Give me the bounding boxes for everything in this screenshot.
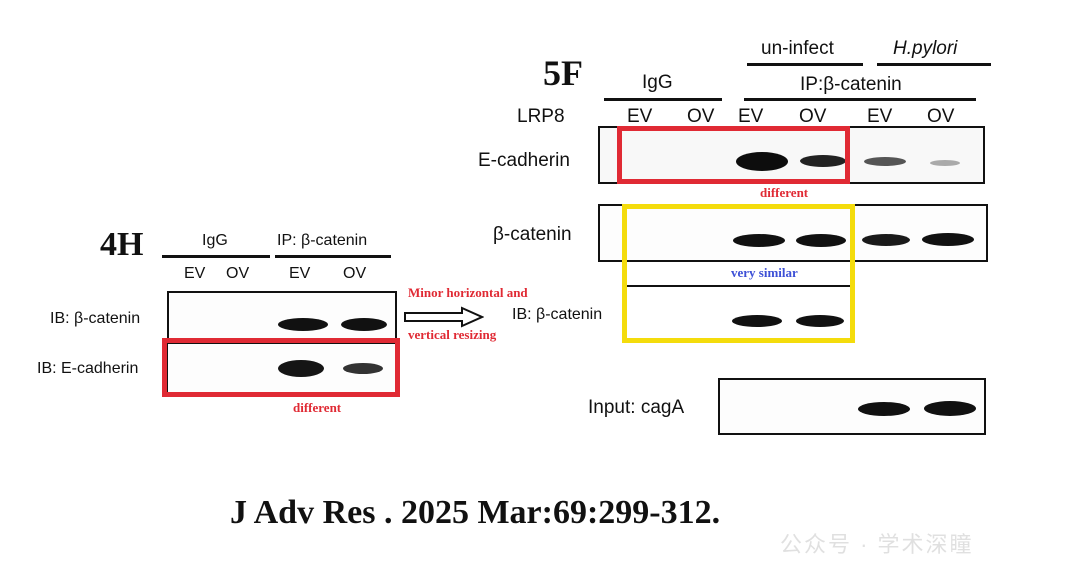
panel-5f-row3-top-line: [626, 285, 850, 287]
panel-5f-lane-3: EV: [738, 106, 764, 127]
panel-4h-lane-3: EV: [289, 265, 311, 282]
panel-4h-row2-label: IB: E-cadherin: [37, 360, 139, 377]
panel-5f-row2-label: β-catenin: [493, 224, 572, 245]
blot-band: [343, 363, 383, 374]
panel-4h-blot-e-cadherin: [167, 343, 397, 393]
blot-band: [922, 233, 974, 246]
blot-band: [796, 315, 844, 327]
panel-5f-blot-ib-beta-catenin: [626, 287, 850, 337]
panel-4h-title: 4H: [100, 226, 144, 263]
blot-band: [796, 234, 846, 247]
blot-band: [278, 360, 324, 377]
blot-band: [924, 401, 976, 416]
panel-5f-note-very-similar: very similar: [731, 265, 798, 280]
panel-5f-igg-label: IgG: [642, 72, 673, 93]
blot-band: [864, 157, 906, 166]
panel-5f-red-highlight: [617, 126, 850, 184]
panel-5f-lrp8-label: LRP8: [517, 106, 565, 127]
panel-5f-uninfect-label: un-infect: [761, 38, 834, 59]
watermark-text: 公众号 · 学术深瞳: [780, 532, 974, 557]
panel-5f-hpylori-label: H.pylori: [893, 38, 958, 59]
blot-band: [733, 234, 785, 247]
panel-5f-ip-line: [744, 98, 976, 101]
panel-4h-igg-label: IgG: [202, 232, 228, 249]
panel-5f-lane-6: OV: [927, 106, 955, 127]
panel-4h-red-highlight: [162, 338, 400, 397]
blot-band: [278, 318, 328, 331]
panel-5f-row3-label: IB: β-catenin: [512, 306, 603, 323]
panel-4h-row1-label: IB: β-catenin: [50, 310, 141, 327]
panel-5f-ip-label: IP:β-catenin: [800, 74, 902, 95]
blot-band: [930, 160, 960, 166]
panel-5f-lane-1: EV: [627, 106, 653, 127]
panel-5f-uninfect-line: [747, 63, 863, 66]
arrow-note-line1: Minor horizontal and: [408, 285, 528, 300]
blot-band: [732, 315, 782, 327]
panel-4h-ip-line: [275, 255, 391, 258]
blot-band: [800, 155, 846, 167]
panel-5f-note-different: different: [760, 185, 809, 200]
arrow-note-line2: vertical resizing: [408, 327, 497, 342]
blot-band: [736, 152, 788, 171]
blot-band: [862, 234, 910, 246]
panel-5f-lane-2: OV: [687, 106, 715, 127]
panel-4h-ip-label: IP: β-catenin: [277, 232, 368, 249]
panel-5f-igg-line: [604, 98, 722, 101]
panel-5f-hpylori-line: [877, 63, 991, 66]
panel-5f-yellow-highlight: [622, 204, 855, 343]
panel-5f-row4-label: Input: cagA: [588, 397, 685, 418]
panel-5f-lane-5: EV: [867, 106, 893, 127]
panel-4h-blot-beta-catenin: [167, 291, 397, 340]
citation-text: J Adv Res . 2025 Mar:69:299-312.: [230, 494, 721, 531]
panel-5f-blot-beta-catenin: [598, 204, 988, 262]
panel-5f-row1-label: E-cadherin: [478, 150, 570, 171]
panel-4h-igg-line: [162, 255, 270, 258]
panel-4h-lane-2: OV: [226, 265, 250, 282]
panel-5f-title: 5F: [543, 53, 583, 93]
blot-band: [341, 318, 387, 331]
panel-4h-lane-4: OV: [343, 265, 367, 282]
panel-5f-lane-4: OV: [799, 106, 827, 127]
blot-band: [858, 402, 910, 416]
panel-5f-blot-input-caga: [718, 378, 986, 435]
right-arrow-icon: [404, 306, 484, 328]
panel-4h-note-different: different: [293, 400, 342, 415]
panel-4h-lane-1: EV: [184, 265, 206, 282]
